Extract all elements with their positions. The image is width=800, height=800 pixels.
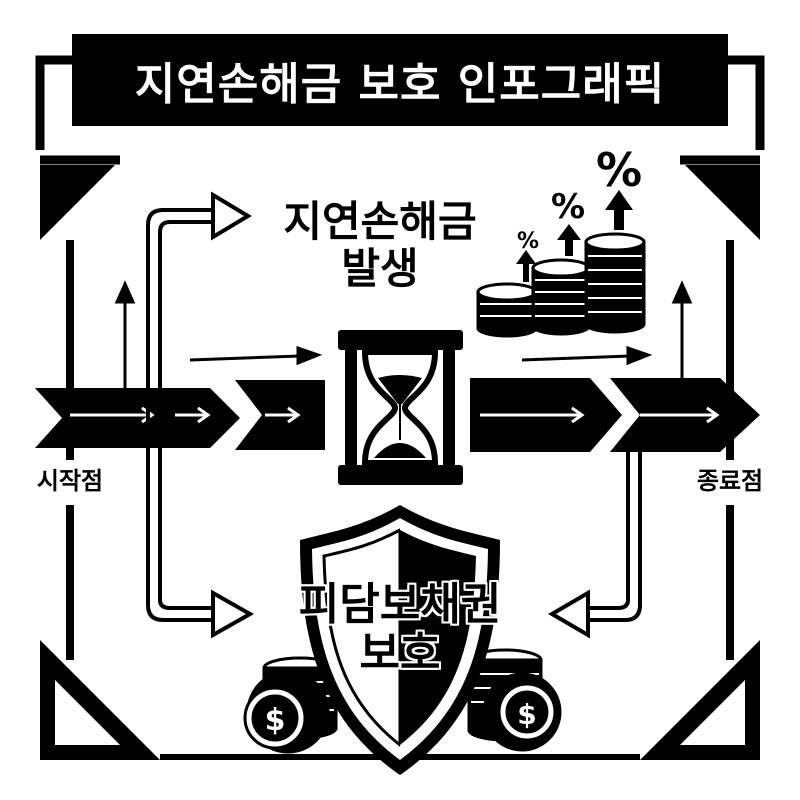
corner-triangle-tr bbox=[685, 165, 760, 240]
protection-label-line2: 보호 bbox=[359, 628, 441, 680]
timeline-arrow bbox=[35, 378, 760, 452]
occurrence-label-line1: 지연손해금 bbox=[283, 197, 477, 246]
direction-arrows bbox=[114, 280, 693, 390]
frame-corner-top-right bbox=[680, 55, 765, 165]
coin-pile-left-icon bbox=[243, 656, 338, 754]
start-point-label: 시작점 bbox=[36, 467, 104, 495]
arrow-to-protection-left bbox=[146, 440, 255, 639]
percent-sign-small: % bbox=[517, 229, 539, 254]
arrow-to-occurrence bbox=[146, 191, 252, 480]
growth-arrows-icon bbox=[516, 190, 633, 282]
dollar-sign-right: $ bbox=[517, 698, 536, 731]
protection-label: 피담보채권 보호 bbox=[275, 580, 525, 679]
page-title: 지연손해금 보호 인포그래픽 bbox=[134, 59, 666, 110]
percent-sign-medium: % bbox=[551, 187, 585, 227]
end-point-label: 종료점 bbox=[696, 467, 764, 495]
dollar-sign-left: $ bbox=[265, 703, 286, 738]
corner-triangle-tl bbox=[40, 165, 115, 240]
protection-label-line1: 피담보채권 bbox=[298, 579, 502, 630]
arrow-to-protection-right bbox=[548, 440, 642, 639]
hourglass-icon bbox=[338, 330, 463, 485]
percent-sign-large: % bbox=[596, 143, 642, 197]
occurrence-label: 지연손해금 발생 bbox=[255, 198, 505, 292]
title-banner: 지연손해금 보호 인포그래픽 bbox=[72, 34, 728, 126]
coin-stacks-icon bbox=[476, 232, 646, 338]
shield-icon bbox=[300, 505, 500, 775]
occurrence-label-line2: 발생 bbox=[341, 244, 419, 294]
frame-corner-top-left bbox=[35, 55, 120, 165]
